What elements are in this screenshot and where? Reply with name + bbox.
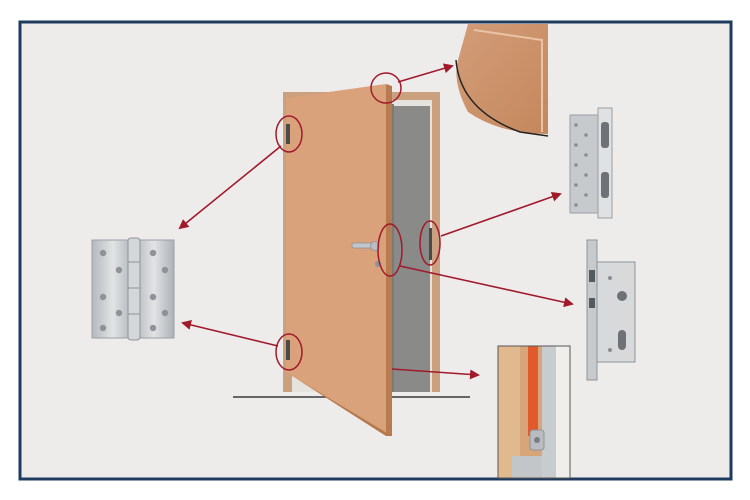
callout-upper-hinge xyxy=(275,115,303,153)
mortise-lock-icon xyxy=(586,239,636,381)
door-face xyxy=(286,84,386,436)
arrow-to-mortise-lock xyxy=(399,265,574,308)
callout-flush-bolt xyxy=(419,220,441,266)
butt-hinge-icon xyxy=(91,237,175,341)
callout-circles xyxy=(275,72,441,371)
door-leaf xyxy=(286,84,392,436)
flush-bolt-mark xyxy=(429,228,432,260)
door-seal-icon xyxy=(497,345,571,479)
callout-lock xyxy=(377,223,403,277)
flush-bolt-icon xyxy=(569,107,613,219)
callout-top-edge xyxy=(370,72,402,104)
arrow-to-upper-hinge xyxy=(178,145,282,230)
arrow-to-flush-bolt xyxy=(440,191,562,237)
door-handle xyxy=(351,241,381,267)
door-edge xyxy=(386,84,392,436)
callout-arrows xyxy=(178,63,574,380)
callout-lower-hinge xyxy=(275,333,303,371)
upper-hinge-mark xyxy=(286,124,290,144)
arrow-to-door-seal xyxy=(391,368,480,380)
arrow-to-lower-hinge xyxy=(181,320,279,347)
arrow-to-edge-sample xyxy=(397,63,454,83)
door-edge-sample-icon xyxy=(455,24,549,137)
lower-hinge-mark xyxy=(286,340,290,360)
